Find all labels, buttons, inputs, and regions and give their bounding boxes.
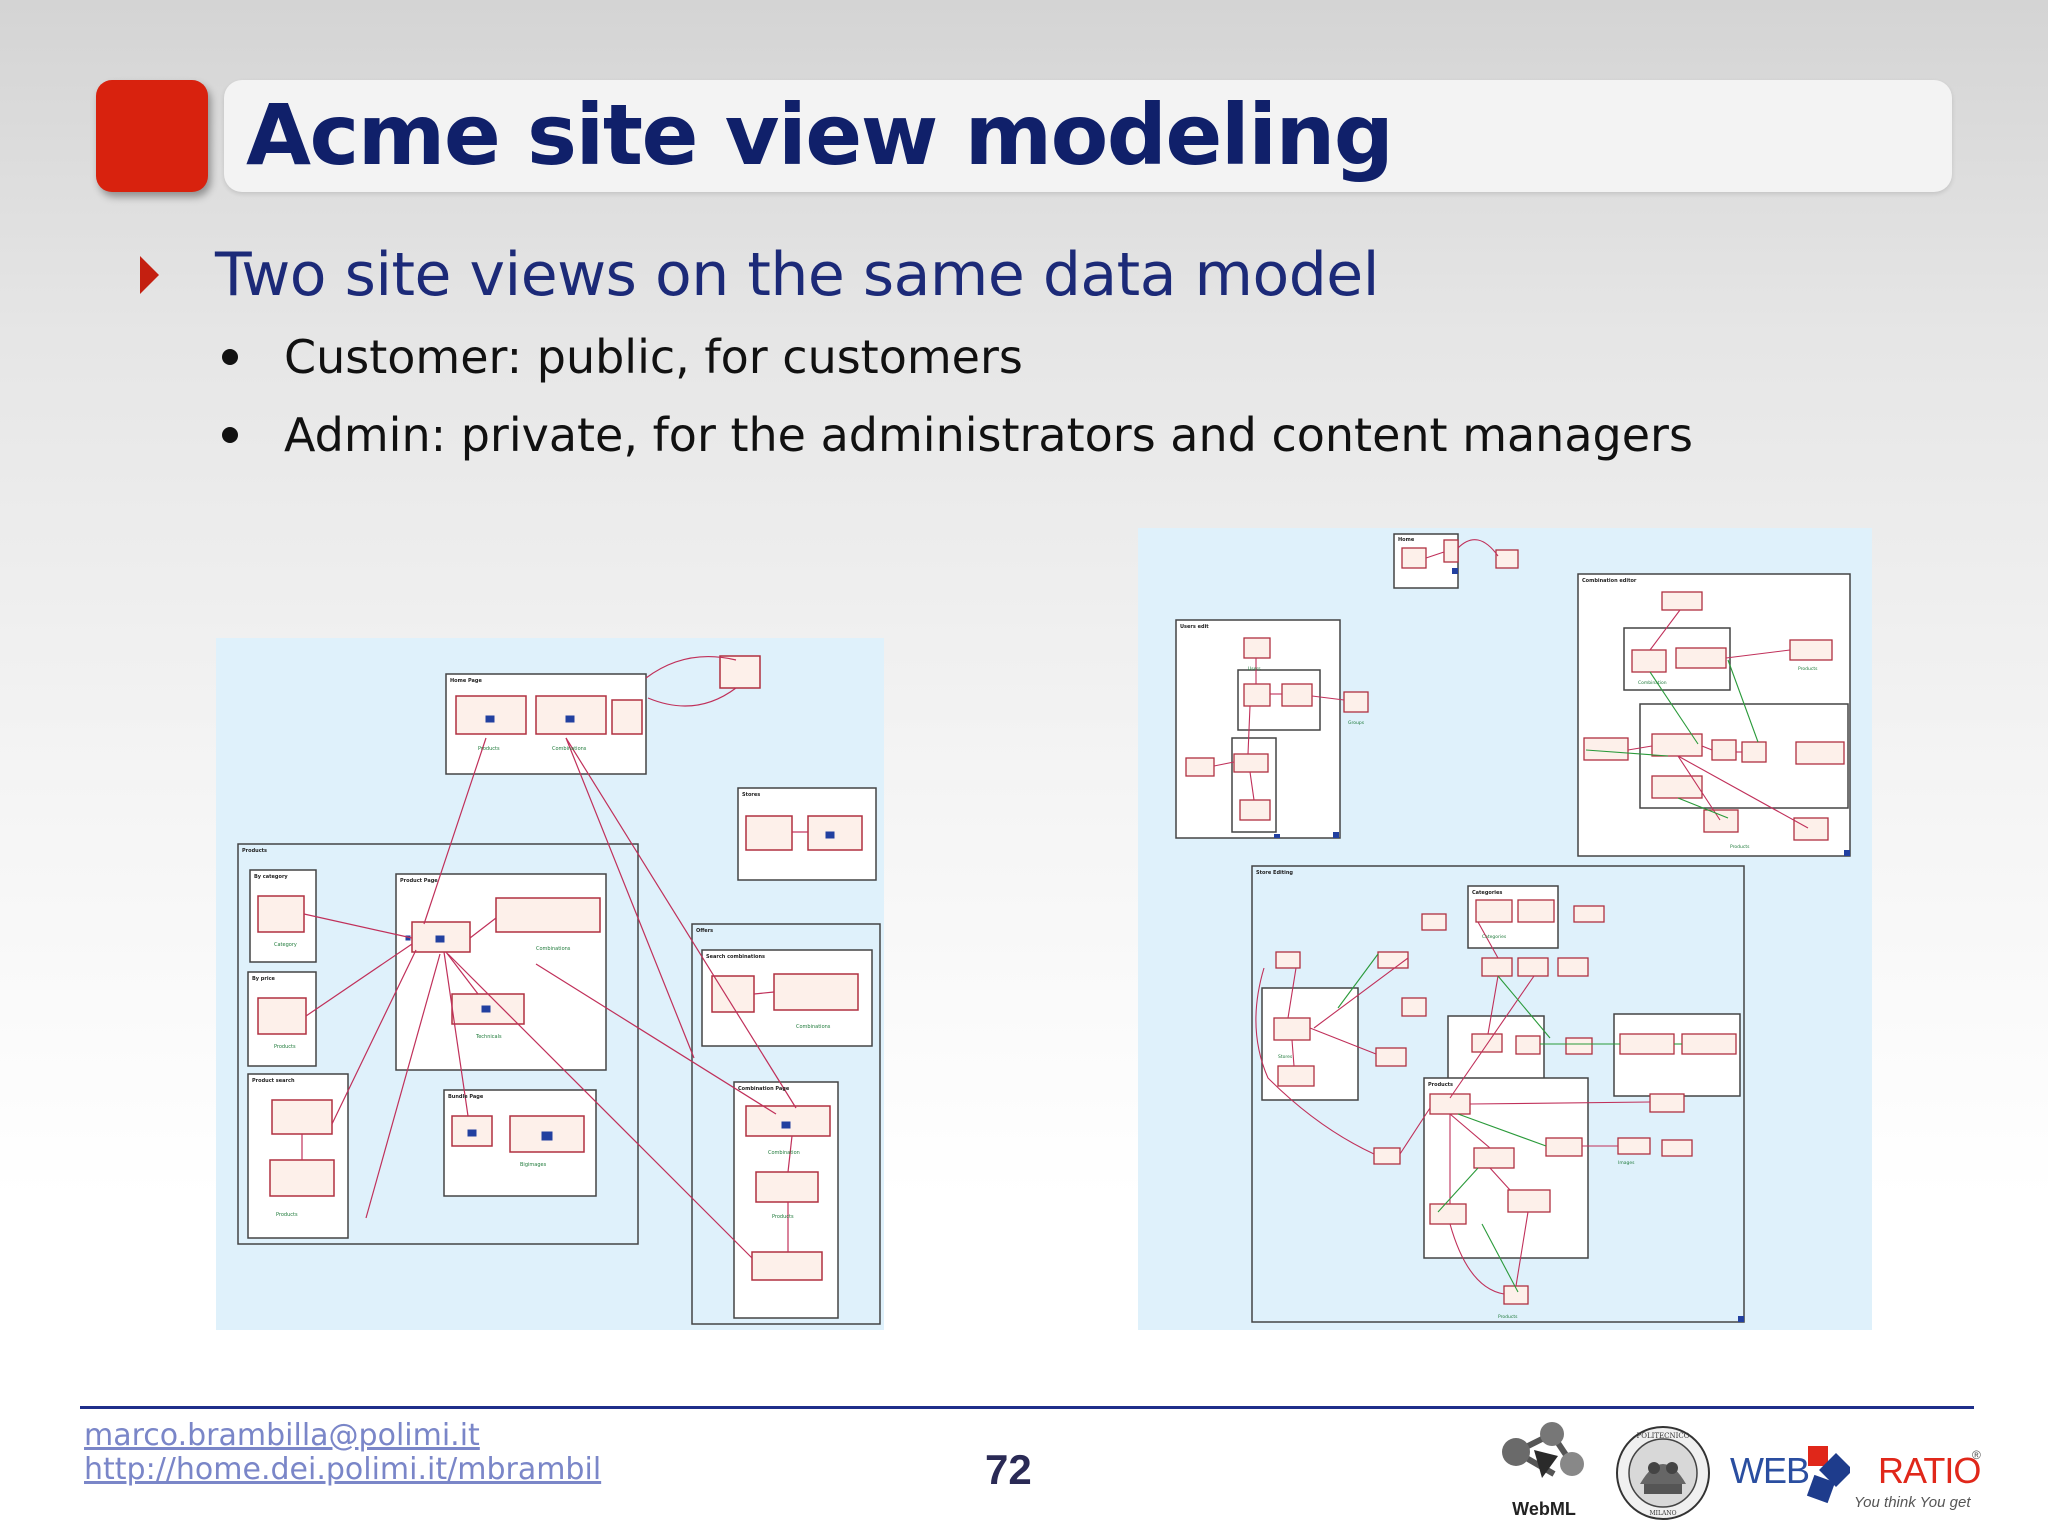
svg-text:Home: Home [1398, 537, 1415, 543]
svg-text:Groups: Groups [1348, 720, 1365, 726]
svg-text:Users edit: Users edit [1180, 624, 1209, 630]
svg-text:Products: Products [276, 1212, 298, 1218]
svg-text:Search combinations: Search combinations [706, 954, 765, 960]
footer-divider [80, 1406, 1974, 1409]
svg-text:Products: Products [242, 848, 267, 854]
bullet-dot-icon [222, 427, 238, 443]
svg-text:Offers: Offers [696, 928, 713, 934]
webml-network-icon [1502, 1422, 1584, 1478]
polimi-text-bottom: MILANO [1650, 1510, 1677, 1517]
svg-text:Category: Category [274, 942, 297, 948]
polimi-text-top: POLITECNICO [1637, 1432, 1690, 1440]
svg-text:Home Page: Home Page [450, 678, 482, 684]
svg-text:Combination: Combination [1638, 680, 1667, 686]
author-email-link[interactable]: marco.brambilla@polimi.it [84, 1418, 480, 1453]
svg-text:Products: Products [274, 1044, 296, 1050]
webratio-logo: WEB RATIO ® You think You get [1730, 1444, 1990, 1514]
svg-text:Products: Products [478, 746, 500, 752]
svg-text:Combinations: Combinations [536, 946, 571, 952]
main-bullet: Two site views on the same data model [140, 240, 1379, 310]
svg-text:Products: Products [1428, 1082, 1453, 1088]
svg-text:Combination editor: Combination editor [1582, 578, 1637, 584]
svg-text:Images: Images [1618, 1160, 1635, 1166]
admin-site-view-diagram: Home Users edit Combination editor Store… [1138, 528, 1872, 1330]
svg-text:Products: Products [1798, 666, 1818, 672]
svg-text:Product search: Product search [252, 1078, 295, 1084]
svg-text:Products: Products [772, 1214, 794, 1220]
bullet-dot-icon [222, 349, 238, 365]
svg-text:Stores: Stores [742, 792, 760, 798]
svg-text:Stores: Stores [1278, 1054, 1293, 1060]
main-bullet-text: Two site views on the same data model [215, 240, 1379, 310]
webratio-diamond-icon [1806, 1446, 1850, 1504]
author-homepage-link[interactable]: http://home.dei.polimi.it/mbrambil [84, 1452, 602, 1487]
svg-text:By price: By price [252, 976, 276, 982]
svg-text:Products: Products [1498, 1314, 1518, 1320]
svg-text:Categories: Categories [1482, 934, 1507, 940]
webratio-web-text: WEB [1730, 1450, 1810, 1491]
sub-bullet-text: Customer: public, for customers [284, 330, 1023, 384]
svg-text:Categories: Categories [1472, 890, 1502, 896]
polimi-seal-logo: POLITECNICO MILANO [1614, 1424, 1712, 1522]
bullet-arrow-icon [140, 256, 159, 294]
admin-diagram-svg: Home Users edit Combination editor Store… [1175, 533, 1851, 1323]
svg-text:Technicals: Technicals [475, 1034, 502, 1040]
svg-text:Combination Page: Combination Page [738, 1086, 790, 1092]
svg-text:Combinations: Combinations [552, 746, 587, 752]
title-bar [224, 80, 1952, 192]
svg-text:Bigimages: Bigimages [520, 1162, 547, 1168]
webratio-ratio-text: RATIO [1878, 1450, 1981, 1491]
customer-site-view-diagram: Products Combinations Category Products … [216, 638, 884, 1330]
webratio-registered-mark: ® [1972, 1448, 1981, 1462]
svg-text:Product Page: Product Page [400, 878, 438, 884]
svg-text:Combination: Combination [768, 1150, 800, 1156]
sub-bullet-admin: Admin: private, for the administrators a… [222, 408, 1693, 462]
svg-text:Combinations: Combinations [796, 1024, 831, 1030]
svg-text:By category: By category [254, 874, 288, 880]
svg-text:Users: Users [1248, 666, 1261, 672]
sub-bullet-text: Admin: private, for the administrators a… [284, 408, 1693, 462]
svg-text:Products: Products [1730, 844, 1750, 850]
polimi-seal-icon: POLITECNICO MILANO [1616, 1426, 1710, 1520]
webratio-tagline: You think You get [1854, 1494, 1971, 1511]
svg-text:Store Editing: Store Editing [1256, 870, 1293, 876]
sub-bullet-customer: Customer: public, for customers [222, 330, 1023, 384]
page-number: 72 [985, 1446, 1032, 1493]
webml-label: WebML [1512, 1499, 1576, 1519]
customer-diagram-svg: Products Combinations Category Products … [237, 655, 881, 1325]
webml-logo: WebML [1494, 1416, 1594, 1520]
title-accent-square [96, 80, 208, 192]
slide-title: Acme site view modeling [246, 86, 1394, 184]
svg-text:Bundle Page: Bundle Page [448, 1094, 484, 1100]
